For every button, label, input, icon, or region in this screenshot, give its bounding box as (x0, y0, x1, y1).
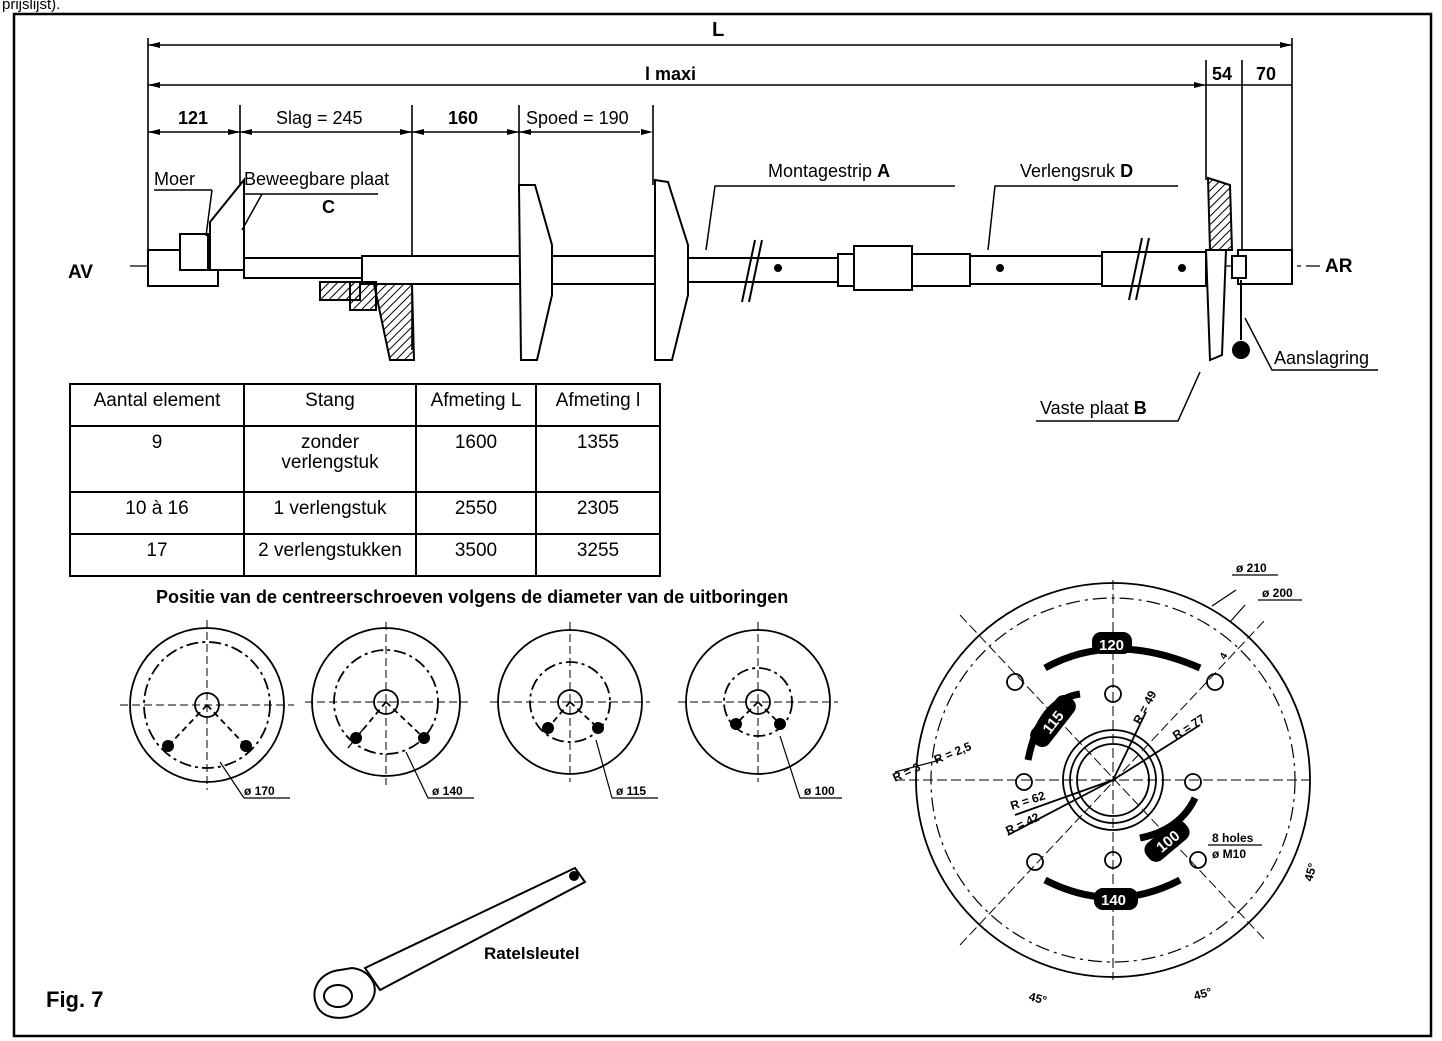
table-cell: 3500 (415, 533, 537, 577)
table-cell: 1 verlengstuk (243, 491, 417, 535)
table-header: Aantal element (69, 383, 245, 427)
label-vaste-plaat: Vaste plaat B (1040, 398, 1147, 418)
table-row: 9 zonder verlengstuk 1600 1355 (69, 425, 661, 493)
table-header: Afmeting l (535, 383, 661, 427)
dim-54: 54 (1212, 64, 1232, 84)
bore-label-115: ø 115 (616, 784, 646, 798)
bore-diagram-170 (120, 620, 294, 799)
label-c: C (322, 197, 335, 217)
bore-dots-100 (730, 718, 786, 730)
plate-dim-4: 4 (1218, 651, 1231, 662)
bore-dots-140 (350, 732, 430, 744)
ratchet-wrench (313, 866, 587, 1019)
table-cell: 10 à 16 (69, 491, 245, 535)
dim-l-max: l maxi (645, 64, 696, 84)
shaft-assembly (130, 176, 1320, 362)
dim-slag: Slag = 245 (276, 108, 363, 128)
positions-title: Positie van de centreerschroeven volgens… (156, 587, 788, 607)
axis-dots (774, 264, 1186, 272)
table-cell: zonder verlengstuk (243, 425, 417, 493)
plate-r49: R = 49 (1130, 688, 1159, 726)
badge-140: 140 (1101, 892, 1126, 909)
table-cell: 3255 (535, 533, 661, 577)
leader-aanslagring (1244, 317, 1378, 371)
bore-dots-115 (542, 722, 604, 734)
figure-frame (12, 12, 1433, 1038)
dim-160: 160 (448, 108, 478, 128)
plate-r3: R = 3 (890, 760, 923, 785)
leader-montagestrip (705, 185, 955, 251)
leader-moer-down (205, 189, 213, 237)
plate-r25: R = 2,5 (932, 739, 974, 767)
dimension-arrows (148, 42, 1292, 135)
dim-spoed: Spoed = 190 (526, 108, 629, 128)
plate-badges (1030, 632, 1190, 910)
leader-beweegbare-down (241, 193, 263, 231)
element-spec-table: Aantal element Stang Afmeting L Afmeting… (69, 383, 661, 577)
label-aanslagring: Aanslagring (1274, 348, 1369, 368)
bore-dots-170 (162, 740, 252, 752)
bore-diagram-100 (678, 622, 842, 799)
figure-label: Fig. 7 (46, 987, 103, 1012)
table-header: Stang (243, 383, 417, 427)
plate-d200: ø 200 (1262, 586, 1293, 600)
plate-d210: ø 210 (1236, 561, 1267, 575)
table-row: 10 à 16 1 verlengstuk 2550 2305 (69, 491, 661, 535)
wrench-label: Ratelsleutel (484, 944, 579, 963)
label-montagestrip: Montagestrip A (768, 161, 890, 181)
label-ar: AR (1325, 256, 1353, 277)
label-verlengsruk: Verlengsruk D (1020, 161, 1133, 181)
plate-r62: R = 62 (1009, 788, 1048, 812)
table-cell: 9 (69, 425, 245, 493)
plate-r42: R = 42 (1003, 810, 1042, 838)
bore-label-170: ø 170 (244, 784, 275, 798)
table-cell: 1355 (535, 425, 661, 493)
badge-120: 120 (1099, 637, 1124, 654)
break-marks (741, 237, 1150, 303)
table-cell: 2550 (415, 491, 537, 535)
dim-L: L (712, 19, 724, 41)
label-beweegbare-plaat: Beweegbare plaat (244, 169, 389, 189)
plate-holes: 8 holes (1212, 831, 1254, 845)
top-fragment-text: prijslijst). (2, 0, 60, 13)
table-cell: 2305 (535, 491, 661, 535)
bore-diagram-115 (490, 622, 658, 799)
bore-diagram-140 (305, 622, 474, 799)
plate-angle-45-right: 45° (1301, 861, 1319, 882)
table-row: 17 2 verlengstukken 3500 3255 (69, 533, 661, 577)
label-av: AV (68, 262, 93, 283)
dim-121: 121 (178, 108, 208, 128)
plate-angle-45-bottom-right: 45° (1192, 985, 1213, 1003)
table-cell: 1600 (415, 425, 537, 493)
plate-drawing (894, 574, 1311, 980)
bore-label-140: ø 140 (432, 784, 463, 798)
table-cell: 2 verlengstukken (243, 533, 417, 577)
table-cell: 17 (69, 533, 245, 577)
leader-verlengsruk (987, 185, 1178, 251)
plate-angle-45-bottom-left: 45° (1027, 989, 1048, 1007)
table-header: Afmeting L (415, 383, 537, 427)
dim-70: 70 (1256, 64, 1276, 84)
label-moer: Moer (154, 169, 195, 189)
bore-label-100: ø 100 (804, 784, 835, 798)
plate-m10: ø M10 (1212, 847, 1246, 861)
leader-vaste-plaat (1036, 371, 1201, 422)
